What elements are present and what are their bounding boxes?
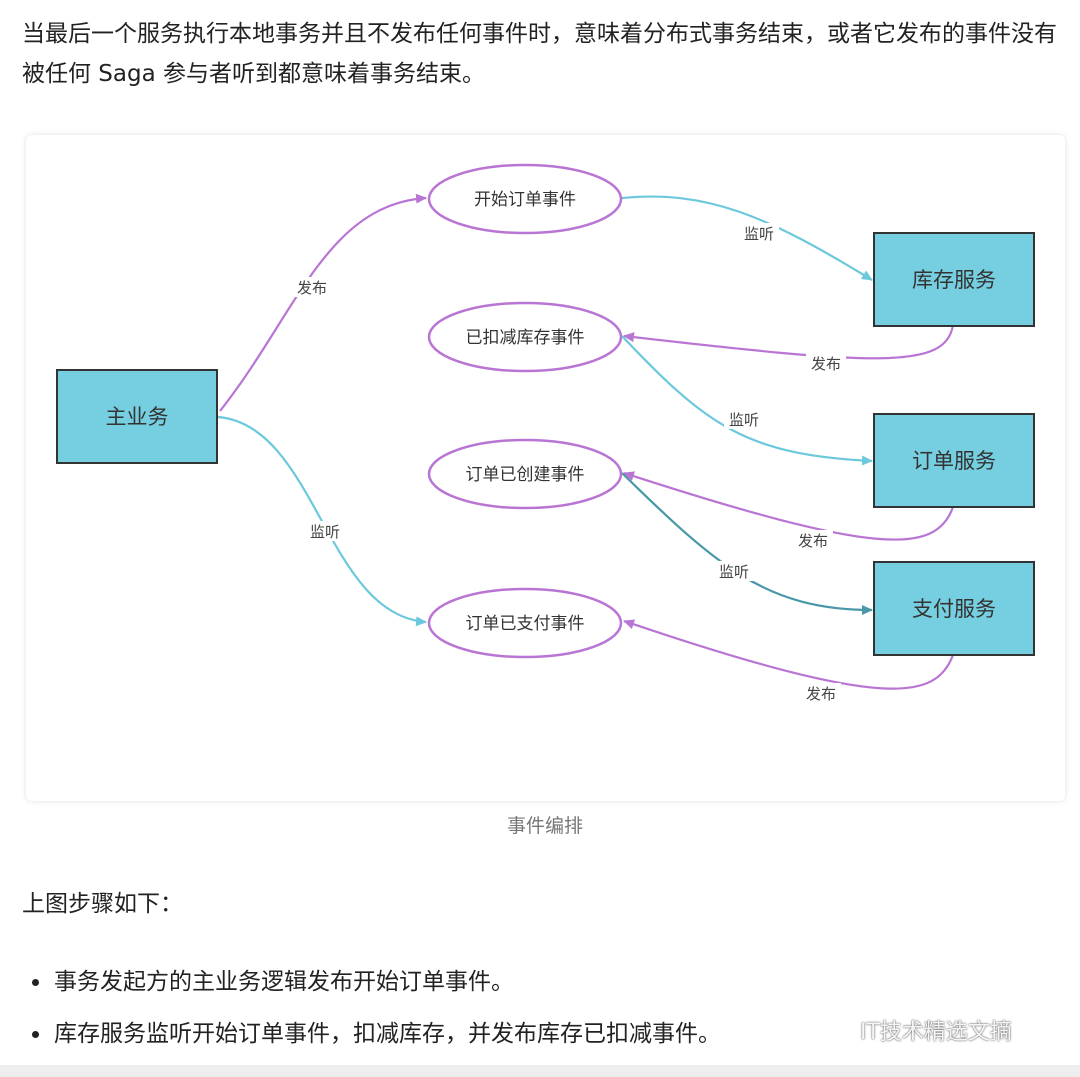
intro-paragraph: 当最后一个服务执行本地事务并且不发布任何事件时，意味着分布式事务结束，或者它发布…	[22, 21, 1057, 87]
event-choreography-diagram: 发布 监听 监听 发布 监听 发布 监听 发布 主业务 库存服务 订单服务 支付…	[56, 163, 1035, 703]
step-text: 库存服务监听开始订单事件，扣减库存，并发布库存已扣减事件。	[54, 1021, 721, 1047]
svg-text:订单已支付事件: 订单已支付事件	[466, 614, 585, 634]
step-text: 事务发起方的主业务逻辑发布开始订单事件。	[54, 969, 514, 995]
edge-label-order-listen: 监听	[729, 411, 759, 429]
figure-caption: 事件编排	[506, 815, 583, 837]
wechat-icon	[818, 1017, 853, 1042]
diagram-figure: 发布 监听 监听 发布 监听 发布 监听 发布 主业务 库存服务 订单服务 支付…	[26, 135, 1065, 801]
edge-main-listen-order-paid	[217, 415, 427, 627]
svg-text:订单服务: 订单服务	[912, 449, 996, 473]
edge-label-main-publish: 发布	[297, 279, 327, 297]
bullet-icon	[32, 979, 39, 986]
steps-title: 上图步骤如下：	[22, 891, 183, 917]
svg-text:主业务: 主业务	[106, 405, 169, 429]
node-inventory-service: 库存服务	[873, 232, 1035, 327]
edge-payment-publish-order-paid	[623, 619, 955, 690]
list-item: 事务发起方的主业务逻辑发布开始订单事件。	[22, 962, 1062, 1014]
bottom-bar	[0, 1065, 1080, 1077]
svg-text:订单已创建事件: 订单已创建事件	[466, 465, 585, 485]
watermark: IT技术精选文摘	[816, 1010, 1012, 1050]
event-order-created: 订单已创建事件	[427, 438, 623, 510]
bullet-icon	[32, 1031, 39, 1038]
event-start-order: 开始订单事件	[427, 163, 623, 235]
edge-label-main-listen: 监听	[310, 523, 340, 541]
list-item: 库存服务监听开始订单事件，扣减库存，并发布库存已扣减事件。	[22, 1014, 1062, 1066]
edge-label-order-publish: 发布	[798, 532, 828, 550]
watermark-text: IT技术精选文摘	[860, 1020, 1012, 1045]
edge-label-payment-publish: 发布	[806, 685, 836, 703]
svg-text:库存服务: 库存服务	[912, 268, 996, 292]
edge-payment-listen-order-created	[621, 472, 873, 615]
edge-inventory-listen-start-order	[621, 195, 873, 281]
edge-label-inventory-publish: 发布	[811, 355, 841, 373]
node-main-business: 主业务	[56, 369, 218, 464]
edge-label-inventory-listen: 监听	[744, 225, 774, 243]
edge-order-listen-stock-deducted	[621, 335, 873, 466]
svg-text:已扣减库存事件: 已扣减库存事件	[466, 328, 585, 348]
node-payment-service: 支付服务	[873, 561, 1035, 656]
node-order-service: 订单服务	[873, 413, 1035, 508]
svg-text:支付服务: 支付服务	[912, 597, 996, 621]
steps-list: 事务发起方的主业务逻辑发布开始订单事件。 库存服务监听开始订单事件，扣减库存，并…	[22, 962, 1062, 1066]
edge-main-publish-start-order	[219, 193, 427, 412]
svg-text:开始订单事件: 开始订单事件	[474, 190, 576, 210]
edge-label-payment-listen: 监听	[719, 563, 749, 581]
edge-order-publish-order-created	[623, 471, 955, 541]
event-order-paid: 订单已支付事件	[427, 587, 623, 659]
edge-inventory-publish-stock-deducted	[623, 324, 955, 360]
event-stock-deducted: 已扣减库存事件	[427, 301, 623, 373]
